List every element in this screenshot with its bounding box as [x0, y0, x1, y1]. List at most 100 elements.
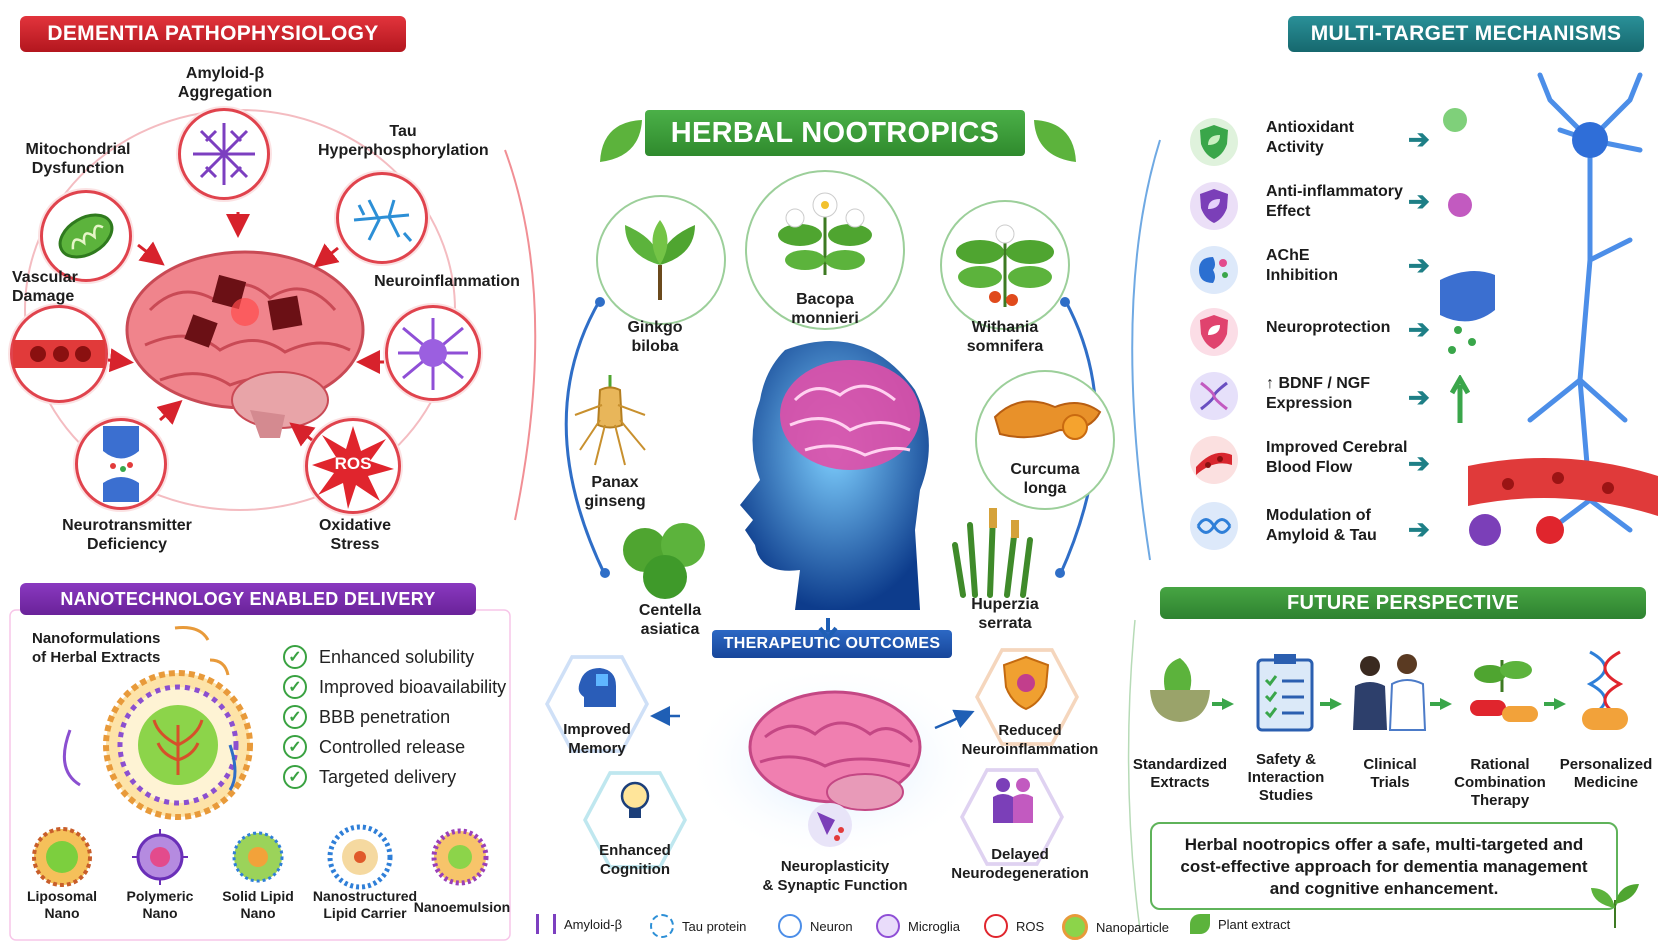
- vascular-label: Vascular Damage: [12, 269, 78, 305]
- oxidative-circle: [305, 418, 401, 514]
- benefit-label: Targeted delivery: [319, 766, 457, 787]
- plant-capsules-icon: [1470, 660, 1538, 722]
- mechanism-neuroprotection-label: Neuroprotection: [1266, 319, 1391, 336]
- herb-panax-label: Panax ginseng: [584, 474, 646, 510]
- legend-microglia-label: Microglia: [908, 918, 961, 934]
- microglia-icon: [876, 914, 900, 938]
- legend-nanoparticle-label: Nanoparticle: [1096, 919, 1169, 935]
- mechanism-blood-flow-label: Improved Cerebral Blood Flow: [1266, 439, 1408, 476]
- future-combination-label: Rational Combination Therapy: [1454, 756, 1546, 809]
- nano-formulation-label: Nanoformulations of Herbal Extracts: [32, 630, 161, 666]
- mechanism-bdnf-label: ↑ BDNF / NGF Expression: [1266, 375, 1370, 412]
- antioxidant-shield-icon: [1190, 118, 1238, 166]
- check-icon: ✓: [283, 675, 307, 699]
- carrier-polymeric-label: Polymeric Nano: [126, 888, 194, 921]
- future-title: FUTURE PERSPECTIVE: [1286, 591, 1520, 614]
- nanoparticle-illustration: [103, 670, 253, 820]
- herb-curcuma-label: Curcuma longa: [1010, 461, 1080, 497]
- head-puzzle-icon: [578, 668, 616, 707]
- carrier-liposomal-label: Liposomal Nano: [26, 888, 97, 921]
- dna-capsule-icon: [1582, 650, 1628, 730]
- arrow-icon: ➔: [1408, 250, 1430, 280]
- herb-curcuma-frame: [975, 370, 1115, 510]
- microglia-icon: [398, 318, 468, 390]
- check-icon: ✓: [283, 705, 307, 729]
- neuron-icon: [778, 914, 802, 938]
- ros-icon: [984, 914, 1008, 938]
- neuroprotection-shield-icon: [1190, 308, 1238, 356]
- ginseng-root-icon: [574, 375, 646, 466]
- carrier-nlc-label: Nanostructured Lipid Carrier: [312, 888, 418, 921]
- herb-bacopa-label: Bacopa monnieri: [791, 291, 859, 327]
- mechanisms-title: MULTI-TARGET MECHANISMS: [1310, 22, 1622, 45]
- benefit-item: ✓ Enhanced solubility: [283, 645, 474, 669]
- benefit-label: Controlled release: [319, 736, 466, 757]
- check-icon: ✓: [283, 765, 307, 789]
- mechanism-antioxidant-label: Antioxidant Activity: [1266, 119, 1354, 156]
- dna-icon: [1190, 372, 1238, 420]
- legend-plant: Plant extract: [1190, 914, 1290, 934]
- ros-burst-icon: [312, 426, 394, 509]
- legend-ros-label: ROS: [1016, 918, 1045, 934]
- tau-circle: [336, 172, 428, 264]
- vascular-circle: [10, 305, 108, 403]
- mitochondria-icon: [58, 213, 114, 259]
- leaf-decoration-icon: [600, 120, 642, 162]
- benefit-label: BBB penetration: [319, 706, 451, 727]
- leaf-decoration-icon: [1034, 120, 1076, 162]
- ginkgo-leaf-icon: [625, 220, 695, 300]
- herbal-banner: HERBAL NOOTROPICS: [645, 110, 1025, 156]
- legend-neuron-label: Neuron: [810, 918, 853, 934]
- turmeric-root-icon: [993, 400, 1102, 440]
- centella-leaf-icon: [623, 523, 705, 599]
- legend-tau: Tau protein: [650, 914, 746, 938]
- up-arrow-icon: [1450, 375, 1470, 423]
- leaf-decoration-icon: [1591, 884, 1639, 928]
- legend-ros: ROS: [984, 914, 1044, 938]
- future-clinical-label: Clinical Trials: [1363, 756, 1417, 791]
- outcomes-title: THERAPEUTIC OUTCOMES: [723, 635, 941, 652]
- legend-microglia: Microglia: [876, 914, 960, 938]
- blood-vessel-icon: [1190, 436, 1238, 484]
- amyloid-fibril-icon: [193, 123, 255, 185]
- benefit-label: Improved bioavailability: [319, 676, 507, 697]
- down-arrow-icon: [818, 618, 838, 640]
- synapse-icon: [808, 803, 852, 847]
- arrow-icon: ➔: [1408, 314, 1430, 344]
- outcome-neurodegeneration-label: Delayed Neurodegeneration: [951, 846, 1089, 882]
- nano-title: NANOTECHNOLOGY ENABLED DELIVERY: [60, 588, 436, 609]
- legend-neuron: Neuron: [778, 914, 853, 938]
- synapse-icon: [103, 426, 139, 502]
- amyloid-icon: [536, 914, 556, 934]
- outcome-memory-label: Improved Memory: [563, 721, 631, 757]
- liposome-icon: [32, 827, 92, 887]
- ache-enzyme-icon: [1190, 246, 1238, 294]
- herb-centella-label: Centella asiatica: [638, 602, 702, 638]
- herb-huperzia-label: Huperzia serrata: [971, 596, 1039, 632]
- anti-inflammatory-shield-icon: [1190, 182, 1238, 230]
- blood-vessel-illustration: [1468, 458, 1658, 516]
- neurotransmitter-label: Neurotransmitter Deficiency: [62, 517, 192, 553]
- legend-nanoparticle: Nanoparticle: [1062, 914, 1169, 940]
- herbal-title: HERBAL NOOTROPICS: [670, 116, 1000, 149]
- outcomes-banner: THERAPEUTIC OUTCOMES: [712, 630, 952, 658]
- polymeric-nanoparticle-icon: [132, 829, 188, 885]
- future-personalized-label: Personalized Medicine: [1559, 756, 1653, 791]
- head-brain-illustration: [740, 341, 929, 610]
- benefit-item: ✓ BBB penetration: [283, 705, 450, 729]
- outcome-cognition-label: Enhanced Cognition: [599, 842, 671, 878]
- lightbulb-icon: [620, 781, 650, 818]
- arrow-icon: ➔: [1408, 514, 1430, 544]
- check-icon: ✓: [283, 645, 307, 669]
- tau-label: Tau Hyperphosphorylation: [318, 123, 489, 159]
- outcome-neuroinflammation-label: Reduced Neuroinflammation: [961, 722, 1099, 758]
- herb-ginkgo-label: Ginkgo biloba: [627, 319, 683, 355]
- legend-amyloid: Amyloid-β: [536, 914, 622, 934]
- benefit-label: Enhanced solubility: [319, 646, 475, 667]
- huperzia-plant-icon: [952, 508, 1033, 598]
- neurotransmitter-circle: [75, 418, 167, 510]
- solid-lipid-nanoparticle-icon: [232, 831, 284, 883]
- ros-badge: ROS: [334, 454, 372, 473]
